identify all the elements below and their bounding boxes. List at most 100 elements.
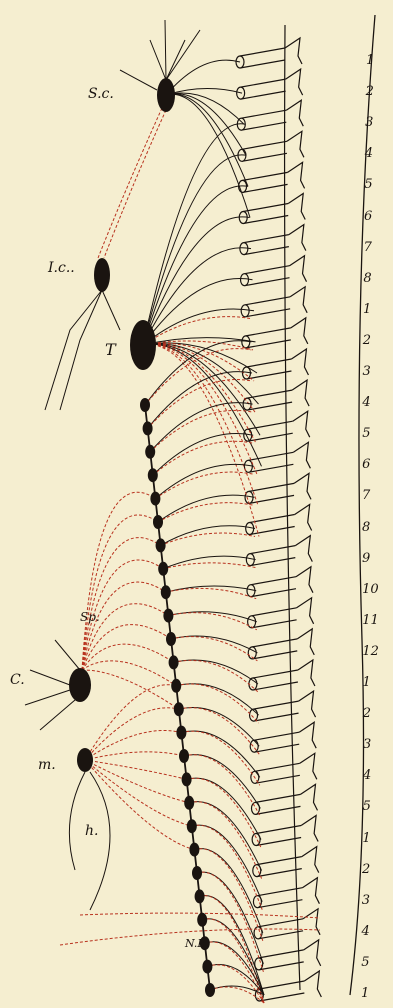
chain-ganglion <box>192 866 202 880</box>
root-fan <box>289 225 306 251</box>
root-fan <box>293 442 310 468</box>
root-fan <box>297 629 314 655</box>
segment-brace <box>350 15 375 995</box>
label-hypogastric: h. <box>85 823 98 839</box>
segment-number: 1 <box>363 302 371 317</box>
splanchnic-fiber <box>82 538 161 670</box>
chain-ganglion <box>156 538 166 552</box>
nerve-root <box>245 266 290 286</box>
cervical-connector <box>98 108 162 258</box>
nerve-root <box>245 297 290 317</box>
root-end <box>250 740 258 752</box>
root-fan <box>298 660 315 686</box>
mesenteric-fiber <box>85 760 192 826</box>
root-fan <box>292 380 309 406</box>
nerve-fibers <box>25 20 320 1003</box>
segment-number: 5 <box>363 799 371 814</box>
nerve-root <box>246 359 291 379</box>
nerve-root <box>259 981 304 1001</box>
root-end <box>246 554 254 566</box>
thoracic-fiber <box>143 217 250 345</box>
root-fan <box>299 722 316 748</box>
segment-number: 4 <box>362 924 370 939</box>
mesenteric-fiber <box>85 760 189 803</box>
root-fan <box>286 100 303 126</box>
chain-red-fiber <box>171 637 257 661</box>
chain-fiber <box>168 612 256 622</box>
spinal-cord-segments <box>236 25 321 1001</box>
splanchnic-fiber <box>82 644 174 670</box>
thoracic-ganglion <box>130 320 156 370</box>
segment-number: 5 <box>361 955 369 970</box>
root-fan <box>291 318 308 344</box>
segment-number: 4 <box>365 146 373 161</box>
chain-ganglion <box>166 632 176 646</box>
superior-cervical-ganglion <box>157 78 175 112</box>
cervical-fiber <box>166 60 240 95</box>
nerve-root <box>241 110 286 130</box>
nerve-root <box>259 950 304 970</box>
chain-ganglion <box>184 796 194 810</box>
segment-number: 10 <box>362 582 379 597</box>
chain-fiber <box>161 526 255 546</box>
label-mesenteric: m. <box>38 757 56 773</box>
chain-ganglion <box>187 819 197 833</box>
chain-red-fiber <box>161 533 255 545</box>
chain-ganglion <box>145 445 155 459</box>
splanchnic-fiber <box>82 670 179 709</box>
label-splanchnic: Sp. <box>80 610 100 624</box>
chain-ganglion <box>169 655 179 669</box>
chain-ganglion <box>143 421 153 435</box>
nerve-root <box>243 204 288 224</box>
chain-ganglion <box>148 468 158 482</box>
root-fan <box>295 536 312 562</box>
mesenteric-ganglion <box>77 748 93 772</box>
label-superior-cervical: S.c. <box>88 86 114 102</box>
chain-fiber <box>145 341 251 405</box>
segment-number: 11 <box>362 613 379 628</box>
root-fan <box>290 256 307 282</box>
label-coeliac: C. <box>10 672 25 688</box>
chain-fiber <box>158 495 254 522</box>
cervical-connector <box>104 110 166 258</box>
root-fan <box>295 505 312 531</box>
chain-red-fiber <box>194 849 262 941</box>
chain-fiber <box>153 434 253 476</box>
segment-number: 1 <box>363 675 371 690</box>
segment-number: 7 <box>362 488 370 503</box>
chain-ganglion <box>182 772 192 786</box>
root-fan <box>302 847 319 873</box>
segment-number: 6 <box>364 209 372 224</box>
root-end <box>240 243 248 255</box>
root-fan <box>294 473 311 499</box>
segment-number: 3 <box>363 364 371 379</box>
segment-number: 6 <box>362 457 370 472</box>
root-fan <box>300 784 317 810</box>
superior-cervical-dendrites <box>120 20 200 90</box>
nerve-root <box>246 328 291 348</box>
chain-ganglion <box>202 960 212 974</box>
root-fan <box>304 940 321 966</box>
chain-red-fiber <box>155 472 253 499</box>
chain-ganglion <box>174 702 184 716</box>
segment-number: 1 <box>362 831 370 846</box>
root-end <box>241 305 249 317</box>
root-fan <box>287 131 304 157</box>
chain-ganglion <box>179 749 189 763</box>
root-fan <box>288 162 305 188</box>
chain-ganglion <box>176 726 186 740</box>
chain-ganglion <box>140 398 150 412</box>
chain-fiber <box>171 636 257 653</box>
segment-number: 2 <box>362 862 370 877</box>
root-fan <box>296 567 313 593</box>
nerve-root <box>242 141 287 161</box>
segment-number: 2 <box>363 333 371 348</box>
label-thoracic: T <box>105 340 116 359</box>
root-fan <box>299 691 316 717</box>
segment-number: 7 <box>364 240 372 255</box>
segment-number: 1 <box>361 986 369 1001</box>
root-fan <box>285 38 302 64</box>
segment-number: 3 <box>362 893 370 908</box>
chain-red-fiber <box>189 802 261 879</box>
